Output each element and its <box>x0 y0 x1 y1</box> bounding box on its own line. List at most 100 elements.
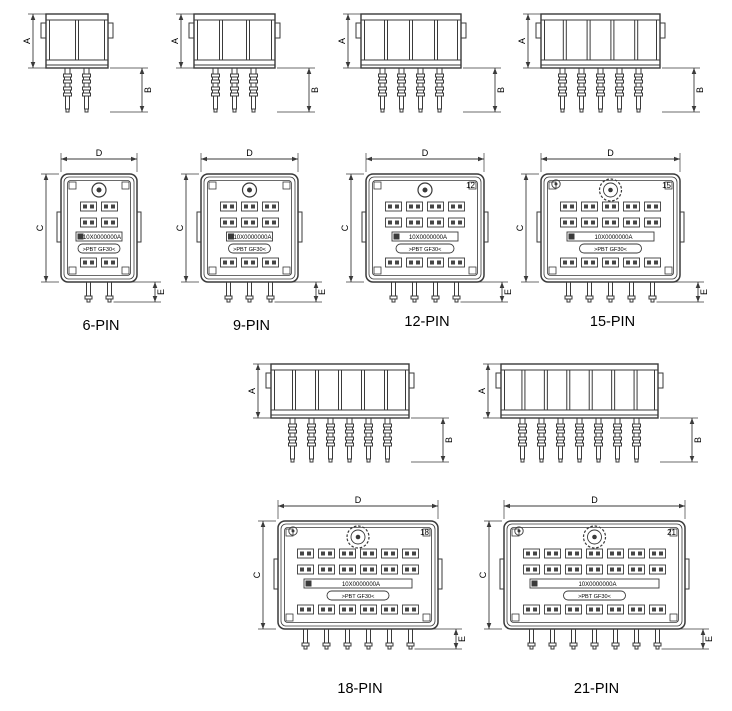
dimension-a: A <box>337 13 361 69</box>
dimension-a: A <box>517 13 541 69</box>
dimension-b: B <box>660 417 703 463</box>
dim-d-label: D <box>607 148 614 158</box>
dim-a-label: A <box>337 38 347 44</box>
dimension-b: B <box>463 67 506 113</box>
dim-c-label: C <box>340 224 350 231</box>
dim-a-label: A <box>477 388 487 394</box>
part-number: 10X0000000A <box>342 582 380 588</box>
part-number-strip: 10X0000000A <box>226 231 273 242</box>
housing-body <box>355 13 467 69</box>
material-strip: >PBT GF30< <box>563 590 626 601</box>
dimension-e: E <box>113 281 166 303</box>
dim-b-label: B <box>695 87 705 93</box>
terminal-pins <box>63 67 91 113</box>
terminal-pins <box>288 417 392 463</box>
terminal-grid <box>297 548 419 615</box>
material-strip: >PBT GF30< <box>579 243 642 254</box>
dim-d-label: D <box>422 148 429 158</box>
material-strip: >PBT GF30< <box>77 243 121 254</box>
dimension-a: A <box>247 363 271 419</box>
part-number-strip: 10X0000000A <box>303 578 413 589</box>
dim-b-label: B <box>496 87 506 93</box>
dim-b-label: B <box>143 87 153 93</box>
dim-a-label: A <box>22 38 32 44</box>
dimension-c: C <box>515 173 539 283</box>
housing-body <box>40 13 114 69</box>
part-number: 10X0000000A <box>594 235 632 241</box>
connector-12pin-front-view: D C 12 10X0000000A >PBT GF30< E <box>340 148 513 303</box>
dim-b-label: B <box>310 87 320 93</box>
dim-d-label: D <box>591 495 598 505</box>
pin-count-badge: 12 <box>466 181 475 190</box>
pin-count-badge: 18 <box>420 528 429 537</box>
part-number: 10X0000000A <box>83 235 121 241</box>
dimension-d: D <box>365 148 485 172</box>
part-number-strip: 10X0000000A <box>75 231 123 242</box>
housing-face <box>361 173 489 283</box>
dimension-e: E <box>274 281 327 303</box>
material-label: >PBT GF30< <box>233 247 266 253</box>
dimension-d: D <box>277 495 439 519</box>
dim-b-label: B <box>693 437 703 443</box>
material-label: >PBT GF30< <box>578 594 611 600</box>
dimension-c: C <box>478 520 502 630</box>
part-number-strip: 10X0000000A <box>529 578 660 589</box>
material-strip: >PBT GF30< <box>326 590 390 601</box>
connector-15pin-side-view: AB <box>517 13 705 113</box>
connector-18pin-side-view: AB <box>247 363 454 463</box>
dimension-d: D <box>503 495 686 519</box>
part-number: 10X0000000A <box>578 582 616 588</box>
terminal-grid <box>523 548 666 615</box>
pin-count-badge: 15 <box>662 181 671 190</box>
dim-a-label: A <box>170 38 180 44</box>
dimension-b: B <box>411 417 454 463</box>
dim-d-label: D <box>246 148 253 158</box>
material-label: >PBT GF30< <box>409 247 442 253</box>
housing-face <box>196 173 303 283</box>
bottom-pins <box>301 628 415 650</box>
dim-e-label: E <box>503 289 513 295</box>
terminal-grid <box>80 201 118 268</box>
dimension-c: C <box>340 173 364 283</box>
terminal-pins <box>378 67 444 113</box>
dimension-a: A <box>170 13 194 69</box>
terminal-grid <box>220 201 279 268</box>
dimension-b: B <box>662 67 705 113</box>
bottom-pins <box>527 628 662 650</box>
dim-e-label: E <box>317 289 327 295</box>
housing-body <box>265 363 415 419</box>
connector-6pin-label: 6-PIN <box>82 318 120 334</box>
bottom-pins <box>84 281 114 303</box>
part-number-strip: 10X0000000A <box>391 231 459 242</box>
knurled-knob-icon <box>288 525 370 549</box>
material-label: >PBT GF30< <box>594 247 627 253</box>
dimension-e: E <box>460 281 513 303</box>
dim-d-label: D <box>355 495 362 505</box>
connector-15pin-front-view: D C 15 10X0000000A >PBT GF30< E <box>515 148 709 303</box>
part-number: 10X0000000A <box>233 235 271 241</box>
dimension-c: C <box>35 173 59 283</box>
housing-body <box>188 13 281 69</box>
terminal-pins <box>211 67 258 113</box>
dim-e-label: E <box>457 636 467 642</box>
housing-face <box>56 173 142 283</box>
housing-body <box>495 363 664 419</box>
dimension-c: C <box>252 520 276 630</box>
knurled-knob-icon <box>551 178 623 202</box>
dimension-a: A <box>477 363 501 419</box>
screw-icon <box>417 182 433 198</box>
material-strip: >PBT GF30< <box>228 243 271 254</box>
dim-c-label: C <box>478 571 488 578</box>
dimension-a: A <box>22 13 46 69</box>
dim-e-label: E <box>699 289 709 295</box>
dim-e-label: E <box>156 289 166 295</box>
material-label: >PBT GF30< <box>83 247 116 253</box>
dim-c-label: C <box>252 571 262 578</box>
terminal-pins <box>518 417 641 463</box>
terminal-grid <box>560 201 661 268</box>
connector-21pin-side-view: AB <box>477 363 703 463</box>
dim-a-label: A <box>517 38 527 44</box>
